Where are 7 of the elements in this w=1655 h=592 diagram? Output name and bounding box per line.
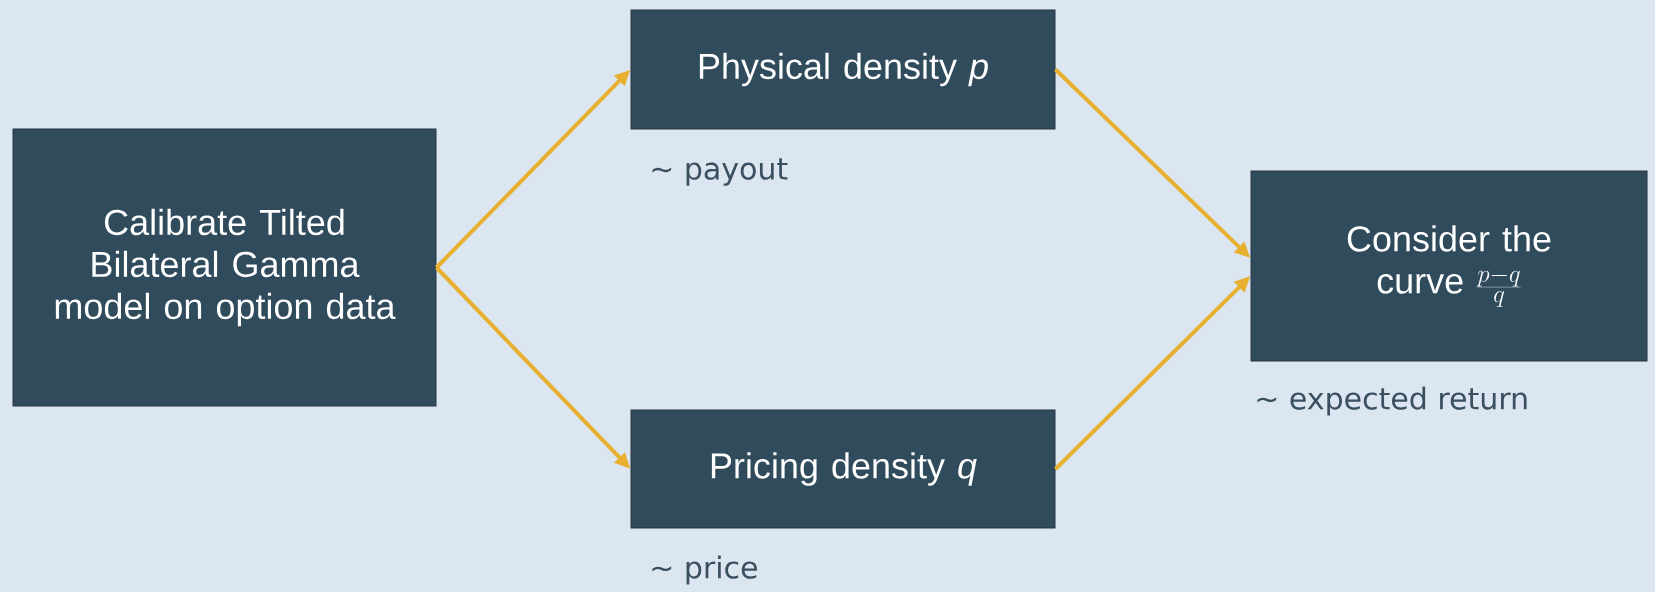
- process-box: Consider the curve $\frac{p-q}{q}$: [1250, 170, 1648, 362]
- annotation: ∼ expected return: [1257, 386, 1527, 416]
- process-box: Physical density p: [630, 9, 1056, 130]
- annotation: ∼ price: [652, 555, 757, 585]
- annotation: ∼ payout: [652, 158, 788, 186]
- process-box: Pricing density q: [630, 409, 1056, 529]
- process-box: Calibrate Tilted Bilateral Gamma model on option data: [12, 128, 437, 407]
